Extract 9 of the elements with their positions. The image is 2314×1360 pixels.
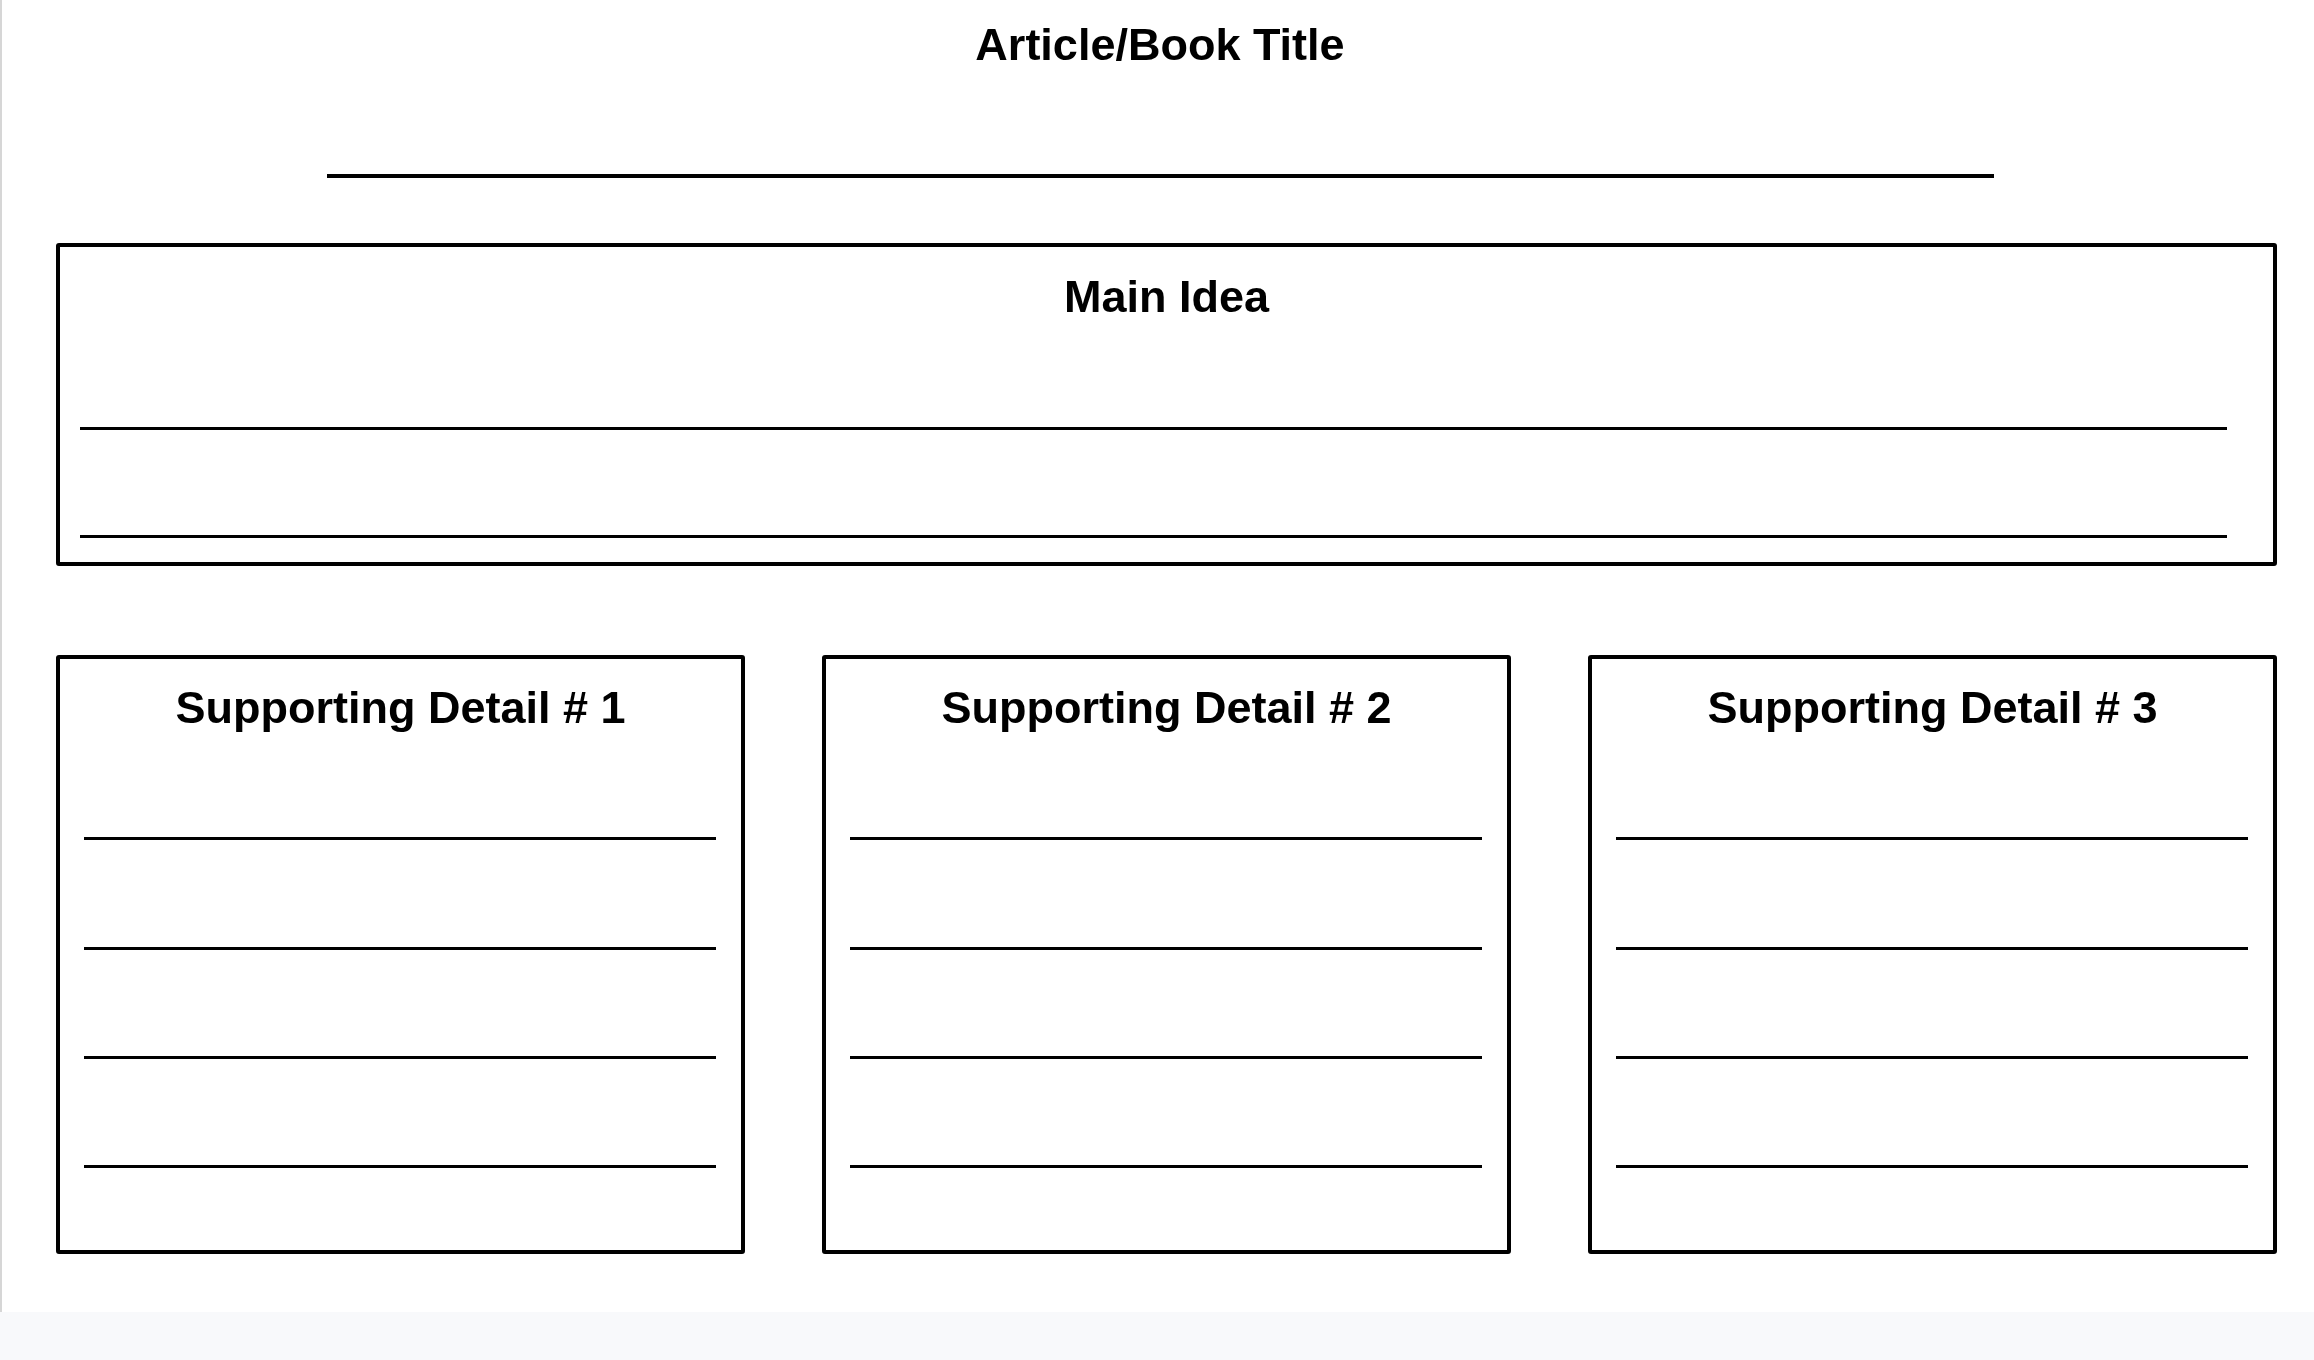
- detail-panel: [56, 655, 745, 1254]
- detail-panel: [1588, 655, 2277, 1254]
- detail-panel: [822, 655, 1511, 1254]
- panel-heading: Supporting Detail # 2: [941, 685, 1392, 730]
- panel-heading: Supporting Detail # 1: [175, 685, 626, 730]
- panel-heading: Main Idea: [1063, 274, 1270, 319]
- main-idea-panel: [56, 243, 2277, 566]
- worksheet-title: Article/Book Title: [975, 22, 1345, 67]
- panel-heading: Supporting Detail # 3: [1707, 685, 2158, 730]
